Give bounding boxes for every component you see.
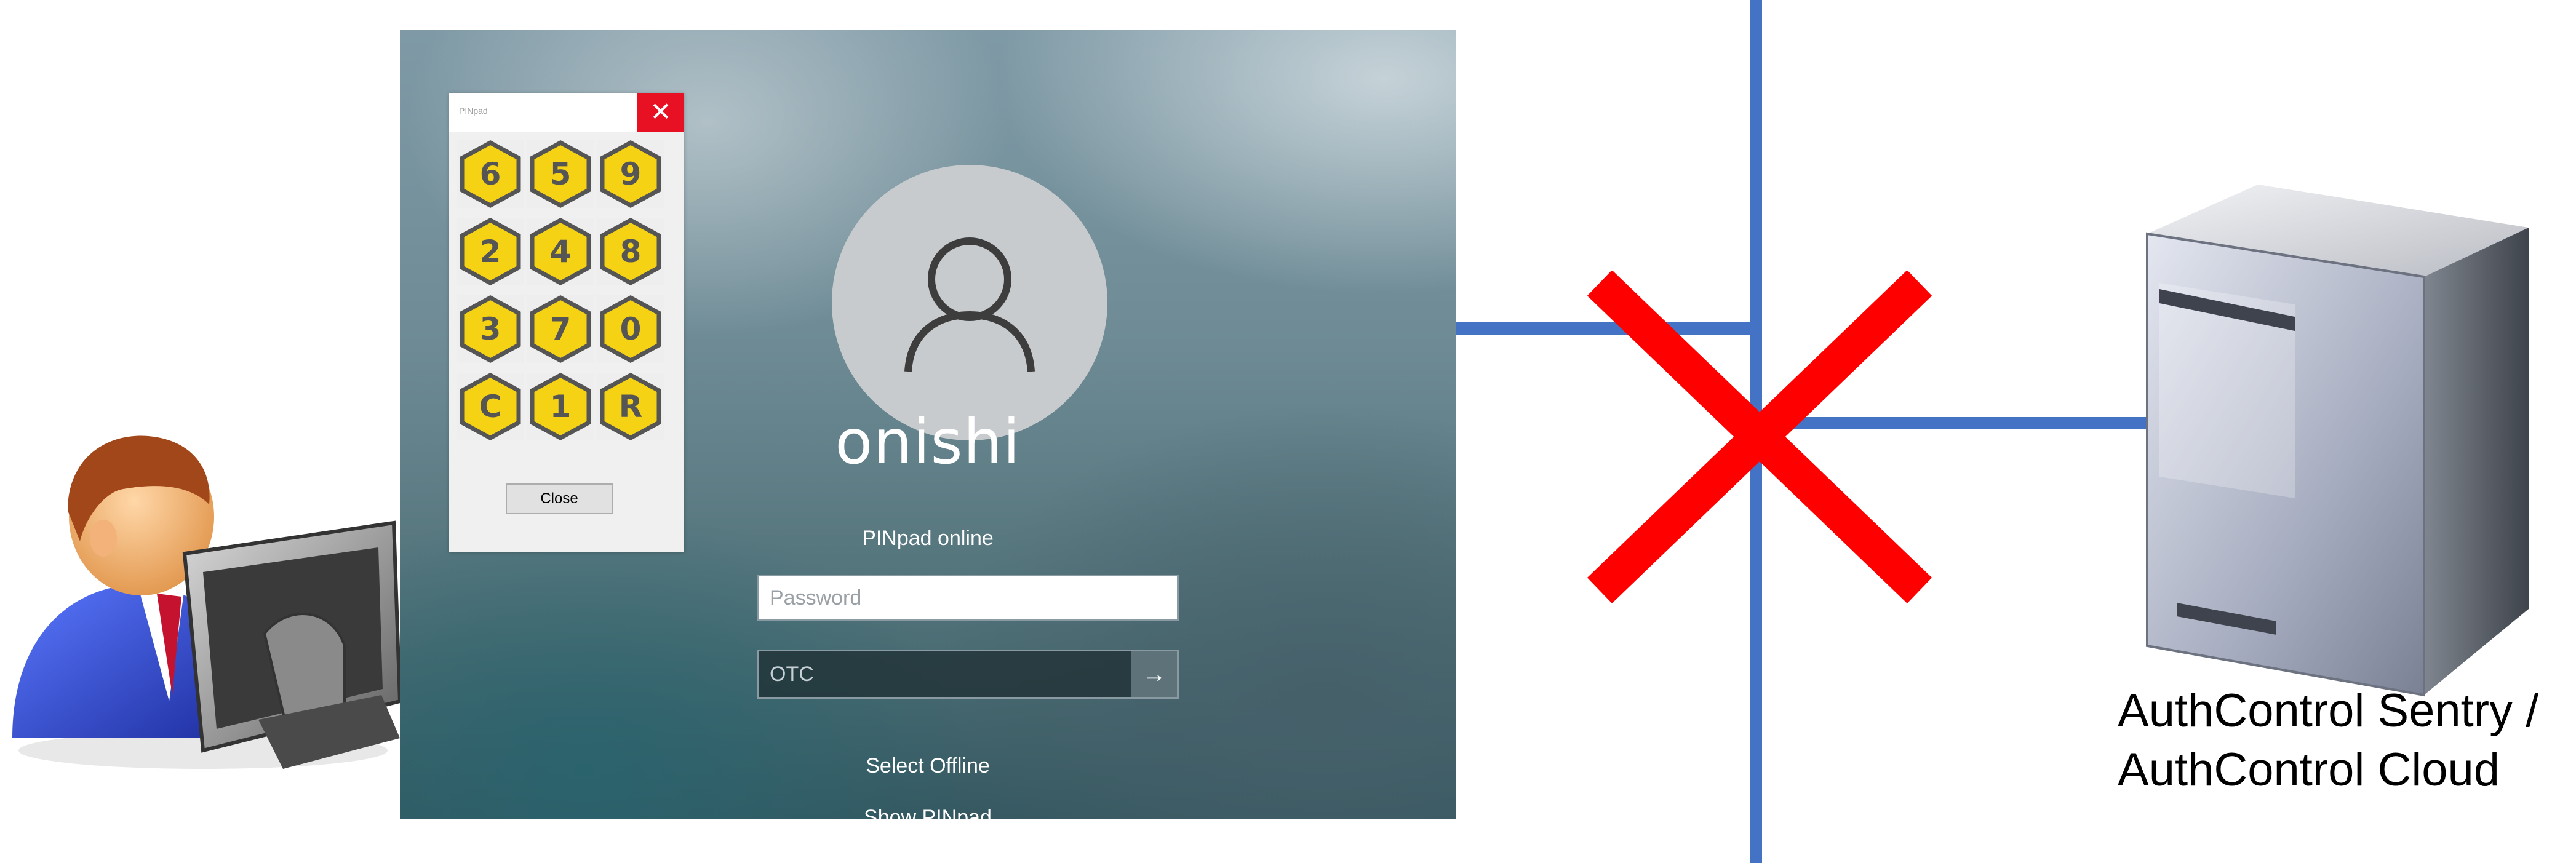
server-label-line2: AuthControl Cloud <box>2118 744 2500 796</box>
password-field[interactable] <box>757 575 1179 621</box>
otc-input[interactable] <box>759 651 1134 697</box>
pinpad-key[interactable]: 2 <box>457 218 524 285</box>
show-pinpad-link[interactable]: Show PINpad <box>864 806 992 819</box>
pinpad-key-label: 0 <box>620 311 642 347</box>
pinpad-key[interactable]: R <box>597 373 664 440</box>
pinpad-key-label: 2 <box>480 234 501 269</box>
pinpad-key-label: 4 <box>550 234 572 269</box>
pinpad-key[interactable]: 3 <box>457 295 524 363</box>
pinpad-key[interactable]: 8 <box>597 218 664 285</box>
pinpad-key[interactable]: 0 <box>597 295 664 363</box>
hexagon-key-icon: 8 <box>600 218 661 285</box>
hexagon-key-icon: 9 <box>600 140 661 208</box>
hexagon-key-icon: R <box>600 373 661 440</box>
pinpad-key[interactable]: C <box>457 373 524 440</box>
hexagon-key-icon: 3 <box>460 295 521 363</box>
server-label: AuthControl Sentry / AuthControl Cloud <box>2118 682 2538 800</box>
user-avatar <box>832 165 1107 440</box>
client-connection-line <box>1456 322 1751 335</box>
hexagon-key-icon: 1 <box>530 373 591 440</box>
hexagon-key-icon: C <box>460 373 521 440</box>
server-label-line1: AuthControl Sentry / <box>2118 685 2539 737</box>
disconnected-cross-icon <box>1587 271 1932 603</box>
hexagon-key-icon: 6 <box>460 140 521 208</box>
user-silhouette-icon <box>904 237 1035 372</box>
submit-arrow-button[interactable]: → <box>1131 651 1177 697</box>
pinpad-key[interactable]: 4 <box>527 218 594 285</box>
pinpad-status-text: PINpad online <box>862 527 994 550</box>
pinpad-key-label: R <box>619 389 643 424</box>
pinpad-key[interactable]: 7 <box>527 295 594 363</box>
pinpad-key-label: 5 <box>550 156 572 192</box>
pinpad-close-button[interactable]: Close <box>506 483 613 514</box>
pinpad-key-label: 6 <box>480 156 501 192</box>
otc-field[interactable]: → <box>757 650 1179 699</box>
hexagon-key-icon: 5 <box>530 140 591 208</box>
pinpad-key[interactable]: 9 <box>597 140 664 208</box>
password-input[interactable] <box>759 576 1177 619</box>
select-offline-link[interactable]: Select Offline <box>866 754 990 777</box>
pinpad-key[interactable]: 5 <box>527 140 594 208</box>
pinpad-key-label: 7 <box>550 311 572 347</box>
username-label: onishi <box>835 406 1021 478</box>
pinpad-key-label: 8 <box>620 234 642 269</box>
pinpad-key-label: C <box>479 389 502 424</box>
pinpad-key-label: 9 <box>620 156 642 192</box>
server-icon <box>2146 185 2529 697</box>
pinpad-key-label: 1 <box>550 389 572 424</box>
hexagon-key-icon: 0 <box>600 295 661 363</box>
pinpad-key[interactable]: 1 <box>527 373 594 440</box>
server-connection-line <box>1762 417 2156 429</box>
hexagon-key-icon: 4 <box>530 218 591 285</box>
pinpad-close-icon[interactable]: ✕ <box>637 93 684 132</box>
pinpad-title: PINpad <box>459 106 488 116</box>
user-at-computer-icon <box>12 435 402 769</box>
pinpad-key[interactable]: 6 <box>457 140 524 208</box>
hexagon-key-icon: 2 <box>460 218 521 285</box>
windows-login-screen: onishi PINpad online → Select Offline Sh… <box>400 30 1456 819</box>
pinpad-key-label: 3 <box>480 311 501 347</box>
hexagon-key-icon: 7 <box>530 295 591 363</box>
